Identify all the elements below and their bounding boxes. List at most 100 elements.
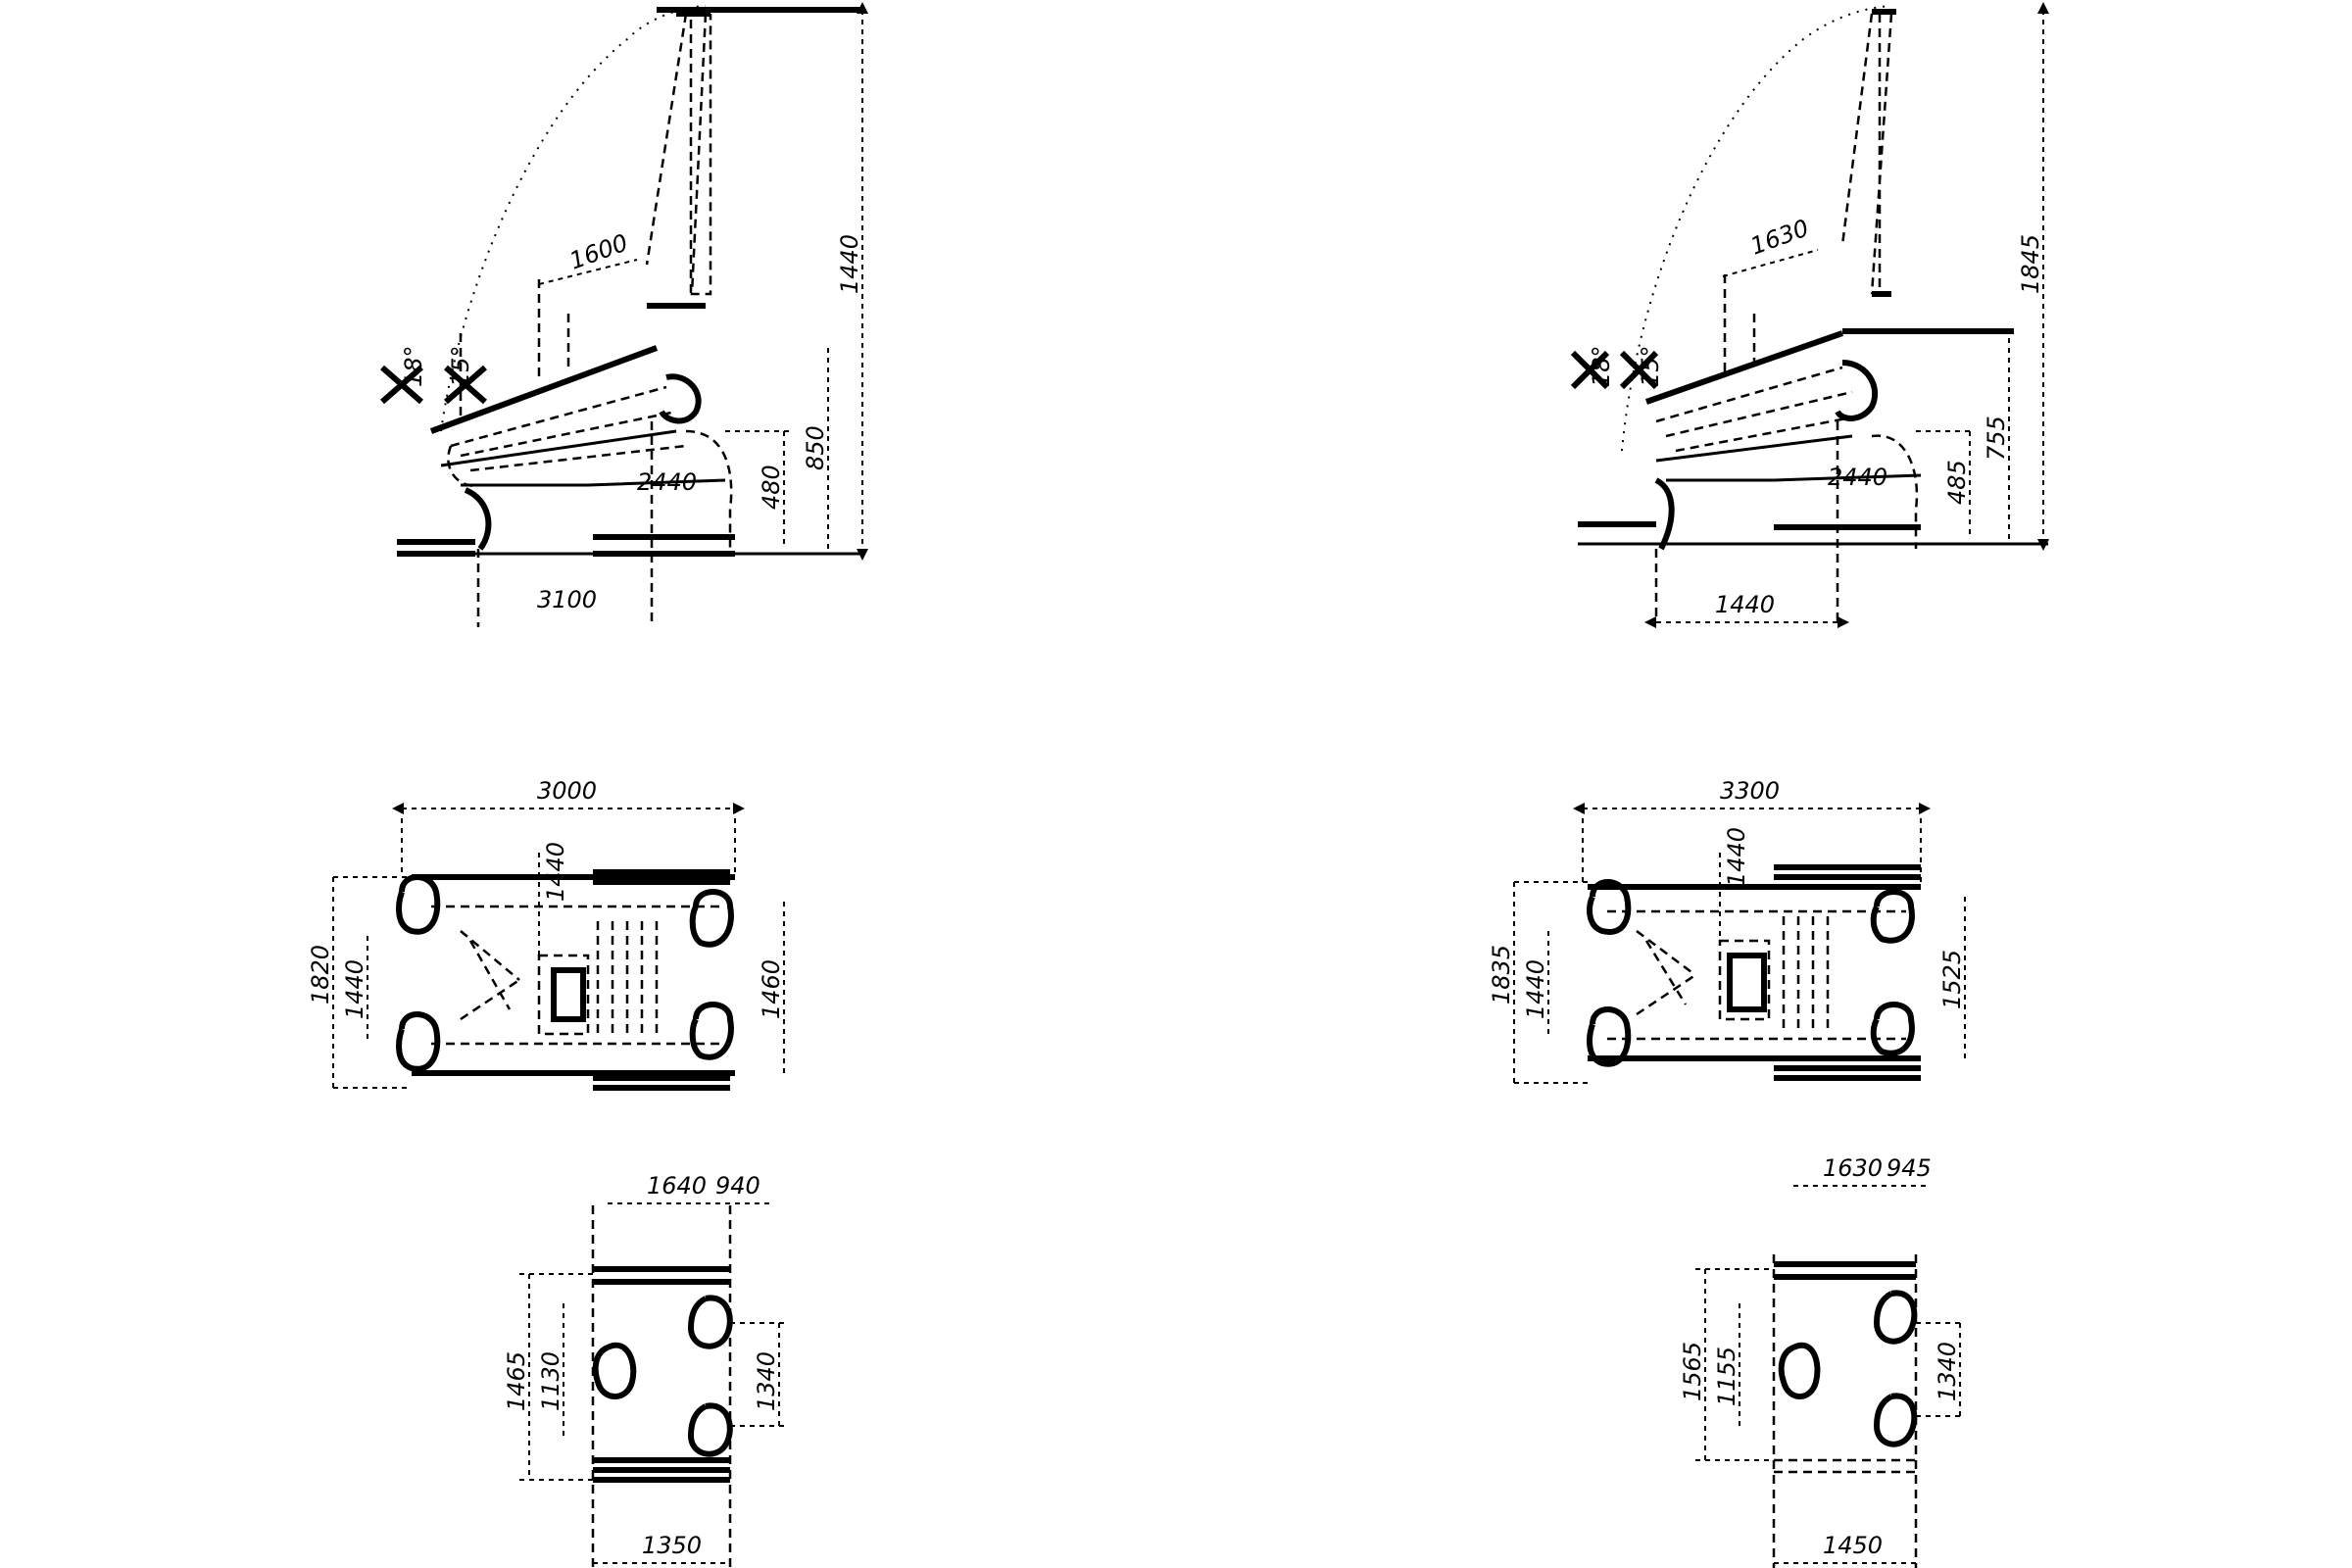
wheel-left — [1778, 1342, 1821, 1399]
seat-outline — [551, 967, 586, 1022]
base-length-arrow-right — [1838, 616, 1849, 628]
overall-length-ext — [1582, 808, 1922, 887]
right-side-view: 1845 1630 755 485 2440 18° 15° 1440 — [1570, 2, 2049, 628]
rear-wheel — [659, 373, 702, 424]
mast-outline — [645, 13, 712, 296]
tilt-angle-label: 18° — [1588, 345, 1615, 387]
seat-block — [1723, 274, 1756, 372]
hood-lines — [460, 930, 520, 1021]
overall-width-label: 1835 — [1488, 945, 1515, 1004]
cab-outline — [537, 954, 590, 1036]
tilt-angle-label: 18° — [400, 345, 427, 387]
rear-wheel — [1835, 360, 1879, 421]
engine-grid — [1782, 916, 1830, 1034]
wheel-rear-bottom — [689, 1002, 734, 1060]
seat-outline — [1727, 953, 1767, 1012]
inner-height-label: 1130 — [537, 1351, 564, 1411]
body-upper-edge — [1645, 330, 1843, 405]
outer-height-label: 1465 — [503, 1351, 530, 1411]
wheel-right-upper — [687, 1295, 733, 1349]
tilt-symbol-right — [444, 365, 487, 405]
hood-lines — [1636, 930, 1696, 1016]
bottom-width-label: 1350 — [642, 1532, 702, 1559]
total-height-arrow-bottom — [2037, 539, 2049, 551]
cab-outline — [1718, 939, 1771, 1021]
right-front-view: 1630 945 1565 1155 1340 1450 — [1679, 1154, 1965, 1568]
overall-length-arrow-right — [1919, 803, 1931, 814]
overall-length-arrow-left — [1573, 803, 1585, 814]
tilt-symbol-right — [1619, 350, 1659, 390]
frame-inner-rails — [431, 905, 720, 1046]
wheel-front-top — [396, 874, 441, 935]
body-lower-edge — [1655, 434, 1853, 463]
body-upper-edge — [429, 345, 659, 434]
cab-width-label: 1600 — [565, 228, 631, 274]
outer-height-ext — [1695, 1268, 1774, 1461]
outer-height-ext — [519, 1273, 593, 1481]
wheel-right-lower — [1873, 1393, 1918, 1447]
overall-width-ext — [333, 876, 412, 1089]
top-width-label: 1640 — [647, 1172, 707, 1200]
wheel-right-upper — [1873, 1290, 1918, 1345]
engine-grid — [596, 921, 659, 1039]
right-top-view: 3300 1440 1835 1440 1525 — [1488, 777, 1966, 1084]
base-plate-right — [593, 534, 735, 557]
rear-height-label: 480 — [758, 465, 785, 510]
rear-offset-label: 2440 — [1828, 464, 1887, 491]
inner-height-label: 1155 — [1713, 1347, 1740, 1406]
total-height-arrow-top — [857, 2, 868, 14]
wheel-front-bottom — [396, 1011, 441, 1072]
total-height-label: 1845 — [2017, 234, 2044, 294]
base-length-arrow-left — [1644, 616, 1656, 628]
bottom-width-label: 1450 — [1823, 1532, 1883, 1559]
overall-length-arrow-left — [392, 803, 404, 814]
wheel-front-bottom — [1587, 1006, 1632, 1067]
left-top-view: 3000 1440 1820 1440 1460 — [307, 777, 785, 1091]
bottom-plate — [593, 1457, 730, 1483]
rear-fender — [685, 429, 733, 549]
tilt-symbol-left — [1570, 350, 1610, 390]
tilt-small-label: 15° — [1637, 345, 1664, 387]
track-top — [1774, 864, 1921, 880]
base-length-label: 3100 — [537, 586, 597, 613]
track-bottom — [593, 1075, 730, 1091]
body-lower-edge — [440, 429, 677, 467]
overall-length-label: 3000 — [537, 777, 597, 805]
overall-length-label: 3300 — [1720, 777, 1780, 805]
total-height-arrow-bottom — [857, 549, 868, 561]
wheel-spacing-label: 1340 — [1934, 1342, 1961, 1401]
body-base — [461, 478, 726, 487]
tilt-small-label: 15° — [447, 345, 474, 387]
body-inner-lines — [450, 385, 687, 472]
inner-width-label: 1440 — [341, 959, 368, 1019]
rear-offset-label: 2440 — [637, 468, 697, 496]
seat-dimension-line — [538, 259, 638, 285]
front-fender — [1654, 477, 1675, 551]
top-plate — [593, 1266, 730, 1285]
total-height-arrow-top — [2037, 2, 2049, 14]
overall-length-ext — [401, 808, 736, 877]
track-top — [593, 869, 730, 885]
wheel-rear-top — [689, 889, 734, 948]
canopy-arc — [440, 5, 707, 432]
body-base — [1666, 473, 1922, 482]
wheel-right-lower — [687, 1402, 733, 1457]
wheel-left — [592, 1342, 637, 1399]
outer-height-label: 1565 — [1679, 1342, 1706, 1401]
overall-width-label: 1820 — [307, 945, 334, 1004]
body-inner-lines — [1655, 366, 1858, 453]
axle-height-label: 755 — [1983, 416, 2010, 461]
wheel-rear-bottom — [1870, 1002, 1915, 1056]
wheel-spacing-ext — [1916, 1322, 1965, 1417]
front-wheel — [447, 445, 481, 488]
seat-block — [537, 279, 570, 382]
left-side-view: 1440 1600 850 480 2440 18° 15° 3100 — [380, 2, 868, 627]
track-width-label: 1525 — [1938, 950, 1966, 1009]
rear-fender — [1871, 434, 1919, 549]
base-length-label: 1440 — [1715, 591, 1775, 618]
axle-height-label: 850 — [802, 425, 829, 470]
mast-outline — [1840, 13, 1893, 295]
base-plate-left — [397, 539, 475, 557]
top-width-label: 1630 — [1823, 1154, 1883, 1182]
